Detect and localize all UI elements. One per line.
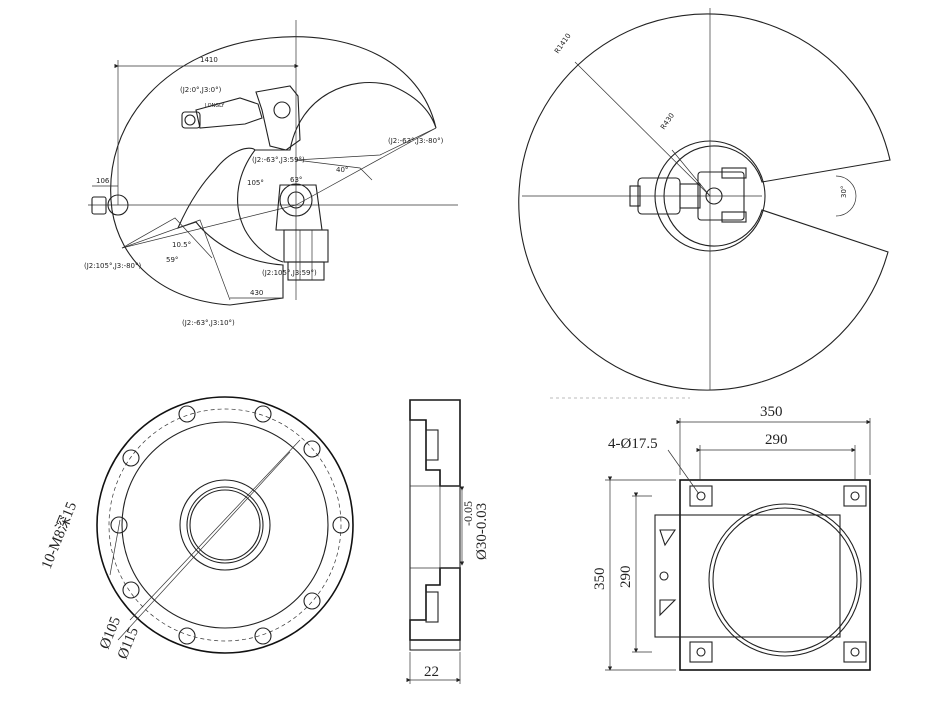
pose-label-1: (J2:0°,J3:0°) bbox=[180, 86, 222, 94]
radius-inner-label: R430 bbox=[659, 112, 676, 132]
reach-inner-arc bbox=[237, 149, 284, 263]
dim-106: 106 bbox=[96, 177, 110, 185]
angle-label-59: 59° bbox=[166, 256, 178, 264]
base-center-circle bbox=[708, 503, 862, 657]
reach-envelope-outline bbox=[110, 36, 437, 306]
bolt-slot-upper bbox=[425, 429, 439, 461]
side-reach-view: 1410 106 430 LONGLY bbox=[84, 20, 458, 327]
section-upper bbox=[409, 399, 461, 487]
base-mount-plate bbox=[654, 514, 841, 638]
brand-label: LONGLY bbox=[205, 103, 225, 109]
base-height-outer: 350 bbox=[592, 568, 608, 591]
section-lower bbox=[409, 567, 461, 641]
flange-front-view: 10-M8深15 Ø105 Ø115 bbox=[38, 396, 354, 661]
bolt-hole-callout: 10-M8深15 bbox=[38, 499, 80, 571]
dim-430: 430 bbox=[250, 289, 263, 297]
thickness-label: 22 bbox=[424, 664, 439, 680]
pose-line-a bbox=[121, 219, 231, 301]
angle-label-105: 105° bbox=[247, 179, 264, 187]
leader-line-2 bbox=[117, 451, 291, 641]
radius-line-outer bbox=[574, 61, 711, 197]
pose-line-d bbox=[295, 159, 373, 181]
pose-line-c bbox=[295, 127, 437, 161]
pose-label-5: (J2:105°,J3:59°) bbox=[262, 269, 317, 277]
base-plate-view: 350 290 350 290 4-Ø17.5 bbox=[592, 404, 871, 671]
base-outer-square bbox=[679, 479, 871, 671]
base-hole-callout: 4-Ø17.5 bbox=[608, 436, 658, 452]
pose-line-b bbox=[121, 217, 213, 259]
robot-top-icon bbox=[629, 167, 747, 223]
dim-1410: 1410 bbox=[200, 56, 218, 64]
tool-flange-icon bbox=[91, 196, 107, 215]
angle-arc bbox=[835, 175, 857, 217]
hub-bore bbox=[189, 489, 261, 561]
flange-section-view: -0.05 Ø30-0.03 22 bbox=[406, 399, 490, 684]
leader-line-1 bbox=[129, 439, 301, 621]
angle-label-63: 63° bbox=[290, 176, 302, 184]
base-width-inner: 290 bbox=[765, 432, 788, 448]
bolt-slot-lower bbox=[425, 591, 439, 623]
angle-label-10-5: 10.5° bbox=[172, 241, 191, 249]
flange-outer-circle bbox=[96, 396, 354, 654]
angle-label-40: 40° bbox=[336, 166, 348, 174]
pose-label-4: (J2:105°,J3:-80°) bbox=[84, 262, 142, 270]
angle-30-label: 30° bbox=[840, 186, 848, 198]
tolerance-lower-label: Ø30-0.03 bbox=[474, 503, 490, 560]
bolt-holes bbox=[110, 405, 350, 645]
radius-outer-label: R1410 bbox=[553, 32, 573, 55]
top-envelope-outline bbox=[518, 13, 891, 391]
pose-label-2: (J2:-63°,J3:59°) bbox=[252, 156, 305, 164]
hub-outer bbox=[179, 479, 271, 571]
pose-label-6: (J2:-63°,J3:10°) bbox=[182, 319, 235, 327]
wrist-point-circle bbox=[107, 194, 129, 216]
hub-inner bbox=[186, 486, 264, 564]
tolerance-upper-label: -0.05 bbox=[461, 501, 475, 526]
base-center-circle-inner bbox=[712, 507, 858, 653]
base-holes bbox=[689, 485, 867, 663]
radius-line-inner bbox=[671, 149, 711, 197]
pose-label-3: (J2:-63°,J3:-80°) bbox=[388, 137, 444, 145]
bolt-pitch-circle bbox=[108, 408, 342, 642]
robot-arm-icon bbox=[181, 85, 329, 281]
top-reach-view: R1410 R430 30° bbox=[518, 8, 891, 391]
section-outline bbox=[409, 399, 461, 651]
hole-leader bbox=[667, 449, 700, 495]
base-width-outer: 350 bbox=[760, 404, 783, 420]
base-height-inner: 290 bbox=[618, 566, 634, 589]
flange-inner-ring bbox=[121, 421, 329, 629]
